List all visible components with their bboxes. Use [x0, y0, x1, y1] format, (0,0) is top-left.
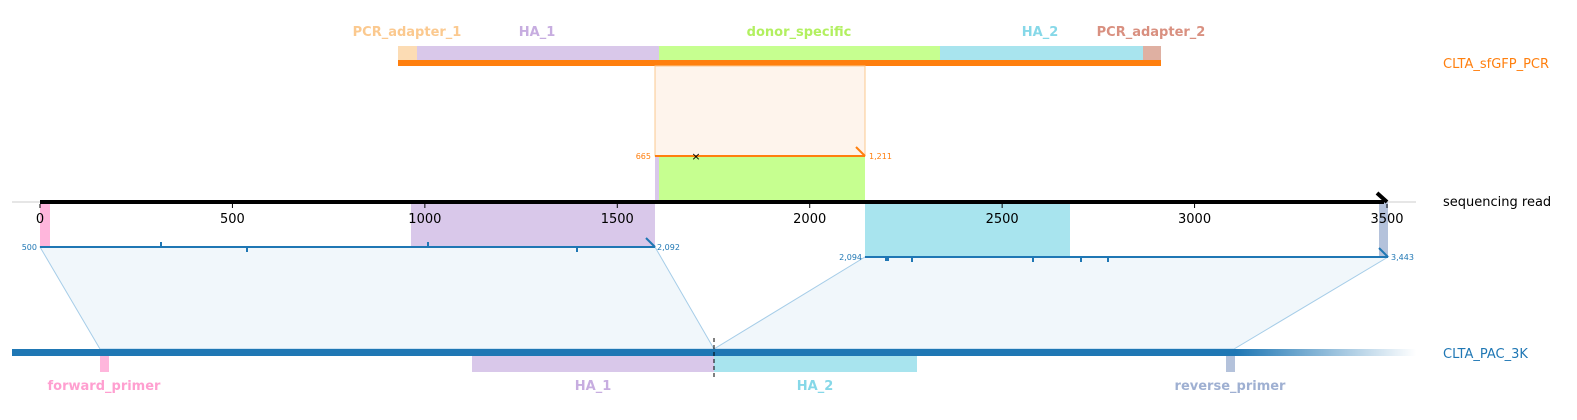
reverse-primer-block — [1226, 355, 1235, 372]
pcr-track-line — [398, 60, 1161, 66]
read-axis-tick-label: 1000 — [408, 212, 441, 227]
pcr-adapter-1-label: PCR_adapter_1 — [353, 25, 462, 40]
donor-alignment-end: 1,211 — [869, 152, 892, 161]
ha-1-block-top — [417, 46, 659, 61]
ha-1-block-bottom — [472, 355, 714, 372]
amplicon-track-group: forward_primer HA_1 HA_2 reverse_primer … — [12, 338, 1528, 394]
ha-2-block-top — [940, 46, 1143, 61]
read-axis-tick-label: 0 — [36, 212, 44, 227]
donor-mismatch-marker: × — [691, 150, 700, 163]
read-axis-tick-label: 2000 — [793, 212, 826, 227]
amplicon-alignment-1-start: 500 — [22, 243, 37, 252]
ha-1-sliver-read-block — [655, 156, 659, 201]
read-axis-arrowhead — [1375, 191, 1389, 204]
donor-alignment-group: × 665 1,211 — [636, 65, 892, 201]
donor-specific-label: donor_specific — [747, 25, 852, 40]
read-axis-tick-label: 500 — [220, 212, 245, 227]
pcr-track-group: PCR_adapter_1 HA_1 donor_specific HA_2 P… — [353, 25, 1549, 72]
amplicon-track-line — [12, 349, 1236, 356]
reverse-primer-label: reverse_primer — [1175, 379, 1287, 394]
reverse-primer-read-block — [1379, 202, 1388, 257]
donor-alignment-arrowhead — [855, 146, 866, 157]
forward-primer-block — [100, 355, 109, 372]
amplicon-alignment-1-shade — [39, 246, 715, 350]
amplicon-alignment-2-start: 2,094 — [839, 253, 862, 262]
ha-1-label-top: HA_1 — [519, 25, 556, 40]
pcr-track-name: CLTA_sfGFP_PCR — [1443, 57, 1549, 72]
amplicon-alignment-group: 500 2,092 2,094 3,443 — [22, 237, 1414, 350]
read-axis-tick-label: 1500 — [601, 212, 634, 227]
amplicon-track-name: CLTA_PAC_3K — [1443, 347, 1528, 362]
forward-primer-label: forward_primer — [48, 379, 162, 394]
amplicon-alignment-2-arrowhead — [1378, 247, 1389, 258]
read-axis-tick-label: 2500 — [986, 212, 1019, 227]
donor-specific-block — [659, 46, 940, 61]
ha-2-block-bottom — [714, 355, 917, 372]
read-axis-tick-label: 3000 — [1178, 212, 1211, 227]
amplicon-alignment-2-end: 3,443 — [1391, 253, 1414, 262]
ha-2-read-block — [865, 202, 1070, 257]
ha-1-label-bottom: HA_1 — [575, 379, 612, 394]
read-axis-group: 0 500 1000 1500 2000 2500 3000 3500 sequencing … — [12, 191, 1551, 257]
ha-2-label-bottom: HA_2 — [797, 379, 834, 394]
ha-2-label-top: HA_2 — [1022, 25, 1059, 40]
amplicon-alignment-2-mark — [885, 257, 889, 261]
donor-alignment-shade — [654, 65, 866, 157]
amplicon-alignment-1-end: 2,092 — [657, 243, 680, 252]
pcr-adapter-1-block — [398, 46, 417, 61]
read-axis-tick-label: 3500 — [1370, 212, 1403, 227]
read-track-name: sequencing read — [1443, 195, 1551, 210]
ha-1-read-block — [411, 202, 655, 247]
read-axis-ticks: 0 500 1000 1500 2000 2500 3000 3500 — [36, 204, 1404, 227]
amplicon-track-fade — [1236, 349, 1416, 356]
pcr-adapter-2-label: PCR_adapter_2 — [1097, 25, 1206, 40]
amplicon-alignment-2-shade — [712, 256, 1390, 350]
forward-primer-read-block — [40, 202, 50, 247]
pcr-adapter-2-block — [1143, 46, 1161, 61]
donor-specific-read-block — [659, 156, 865, 201]
amplicon-alignment-1-arrowhead — [645, 237, 656, 248]
donor-alignment-start: 665 — [636, 152, 651, 161]
